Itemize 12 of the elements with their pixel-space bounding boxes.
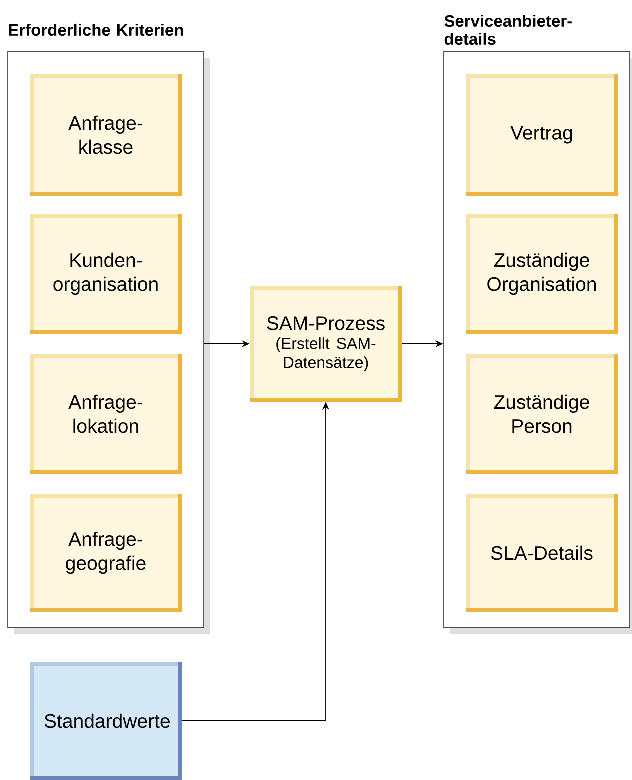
panel-heading: Erforderliche Kriterien [9, 24, 184, 36]
process-box: Anfrage- klasse [30, 74, 182, 196]
panel-heading: Serviceanbieter- details [444, 14, 572, 46]
process-box: Zuständige Organisation [466, 214, 618, 334]
process-box: Anfrage- lokation [30, 354, 182, 474]
process-box: Vertrag [466, 74, 618, 196]
process-box: Anfrage- geografie [30, 494, 182, 612]
process-box: Kunden- organisation [30, 214, 182, 334]
process-box: SLA-Details [466, 494, 618, 612]
process-box: Standardwerte [30, 662, 182, 780]
process-box: Zuständige Person [466, 354, 618, 474]
process-box: SAM-Prozess (Erstellt SAM- Datensätze) [250, 286, 402, 402]
